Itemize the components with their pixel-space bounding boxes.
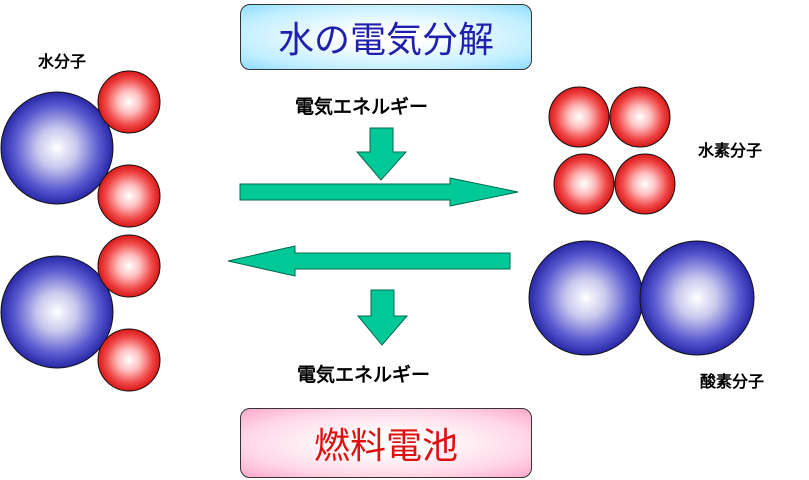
arrow-down-bottom bbox=[356, 289, 409, 346]
hydrogen-atom bbox=[97, 234, 161, 298]
label-hydrogen-molecule: 水素分子 bbox=[698, 141, 763, 160]
arrow-down-top bbox=[355, 127, 408, 181]
hydrogen-atom bbox=[97, 328, 161, 392]
oxygen-atom bbox=[0, 91, 114, 205]
hydrogen-atom bbox=[609, 86, 671, 148]
hydrogen-atom bbox=[548, 86, 610, 148]
hydrogen-molecules bbox=[548, 86, 676, 215]
hydrogen-atom bbox=[614, 153, 676, 215]
oxygen-atom bbox=[0, 255, 114, 369]
label-oxygen-molecule: 酸素分子 bbox=[700, 372, 765, 391]
arrow-right bbox=[239, 177, 519, 207]
label-water-molecule: 水分子 bbox=[38, 52, 87, 71]
label-energy-in: 電気エネルギー bbox=[295, 96, 429, 118]
label-energy-out: 電気エネルギー bbox=[297, 364, 431, 386]
oxygen-molecule bbox=[528, 240, 755, 356]
water-molecule-1 bbox=[0, 70, 161, 228]
title-fuel-cell: 燃料電池 bbox=[240, 408, 532, 478]
oxygen-atom bbox=[639, 240, 755, 356]
title-electrolysis: 水の電気分解 bbox=[240, 4, 532, 70]
arrow-left bbox=[227, 245, 511, 277]
hydrogen-atom bbox=[97, 164, 161, 228]
hydrogen-atom bbox=[97, 70, 161, 134]
water-molecule-2 bbox=[0, 234, 161, 392]
oxygen-atom bbox=[528, 240, 644, 356]
arrows bbox=[227, 127, 519, 346]
hydrogen-atom bbox=[553, 153, 615, 215]
